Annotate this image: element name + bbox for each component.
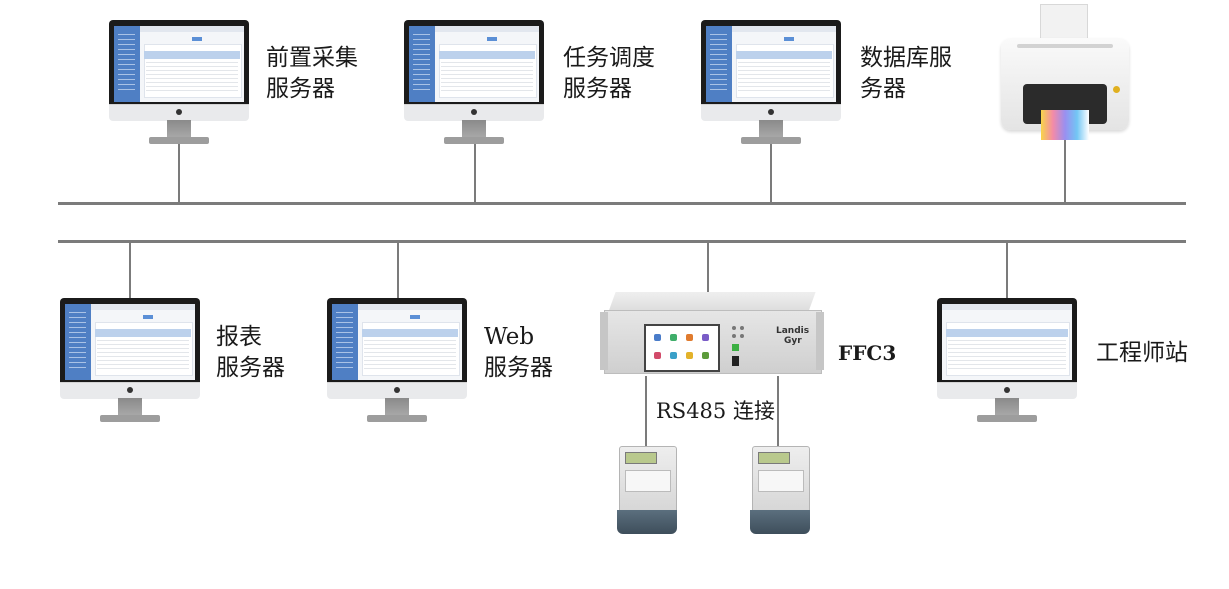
electricity-meter-left bbox=[617, 446, 677, 534]
connector-database-server bbox=[770, 143, 772, 203]
ffc3-label: FFC3 bbox=[838, 341, 897, 365]
connector-web-server bbox=[397, 241, 399, 301]
monitor-screen bbox=[942, 304, 1072, 380]
report-server-label: 报表服务器 bbox=[216, 324, 285, 381]
network-bus-upper bbox=[58, 202, 1186, 205]
front-end-server-label: 前置采集服务器 bbox=[266, 45, 358, 102]
monitor-screen bbox=[114, 26, 244, 102]
connector-printer bbox=[1064, 140, 1066, 203]
engineer-station-monitor bbox=[937, 298, 1077, 426]
landis-gyr-logo: Landis Gyr bbox=[776, 326, 810, 346]
connector-task-scheduler-server bbox=[474, 143, 476, 203]
database-server-label: 数据库服务器 bbox=[860, 45, 952, 102]
connector-engineer-station bbox=[1006, 241, 1008, 301]
task-scheduler-server-monitor bbox=[404, 20, 544, 148]
database-server-monitor bbox=[701, 20, 841, 148]
web-server-monitor bbox=[327, 298, 467, 426]
rs485-connection-label: RS485 连接 bbox=[656, 399, 775, 423]
network-bus-lower bbox=[58, 240, 1186, 243]
ffc3-touchscreen bbox=[644, 324, 720, 372]
monitor-screen bbox=[706, 26, 836, 102]
rs485-wire-right bbox=[777, 376, 779, 446]
front-end-server-monitor bbox=[109, 20, 249, 148]
task-scheduler-server-label: 任务调度服务器 bbox=[563, 45, 655, 102]
monitor-screen bbox=[332, 304, 462, 380]
ffc3-controller: Landis Gyr bbox=[600, 292, 824, 376]
electricity-meter-right bbox=[750, 446, 810, 534]
connector-ffc3 bbox=[707, 241, 709, 295]
printer-icon bbox=[995, 4, 1135, 144]
connector-report-server bbox=[129, 241, 131, 301]
monitor-screen bbox=[409, 26, 539, 102]
rs485-wire-left bbox=[645, 376, 647, 446]
report-server-monitor bbox=[60, 298, 200, 426]
engineer-station-label: 工程师站 bbox=[1096, 340, 1188, 366]
connector-front-end-server bbox=[178, 143, 180, 203]
monitor-screen bbox=[65, 304, 195, 380]
